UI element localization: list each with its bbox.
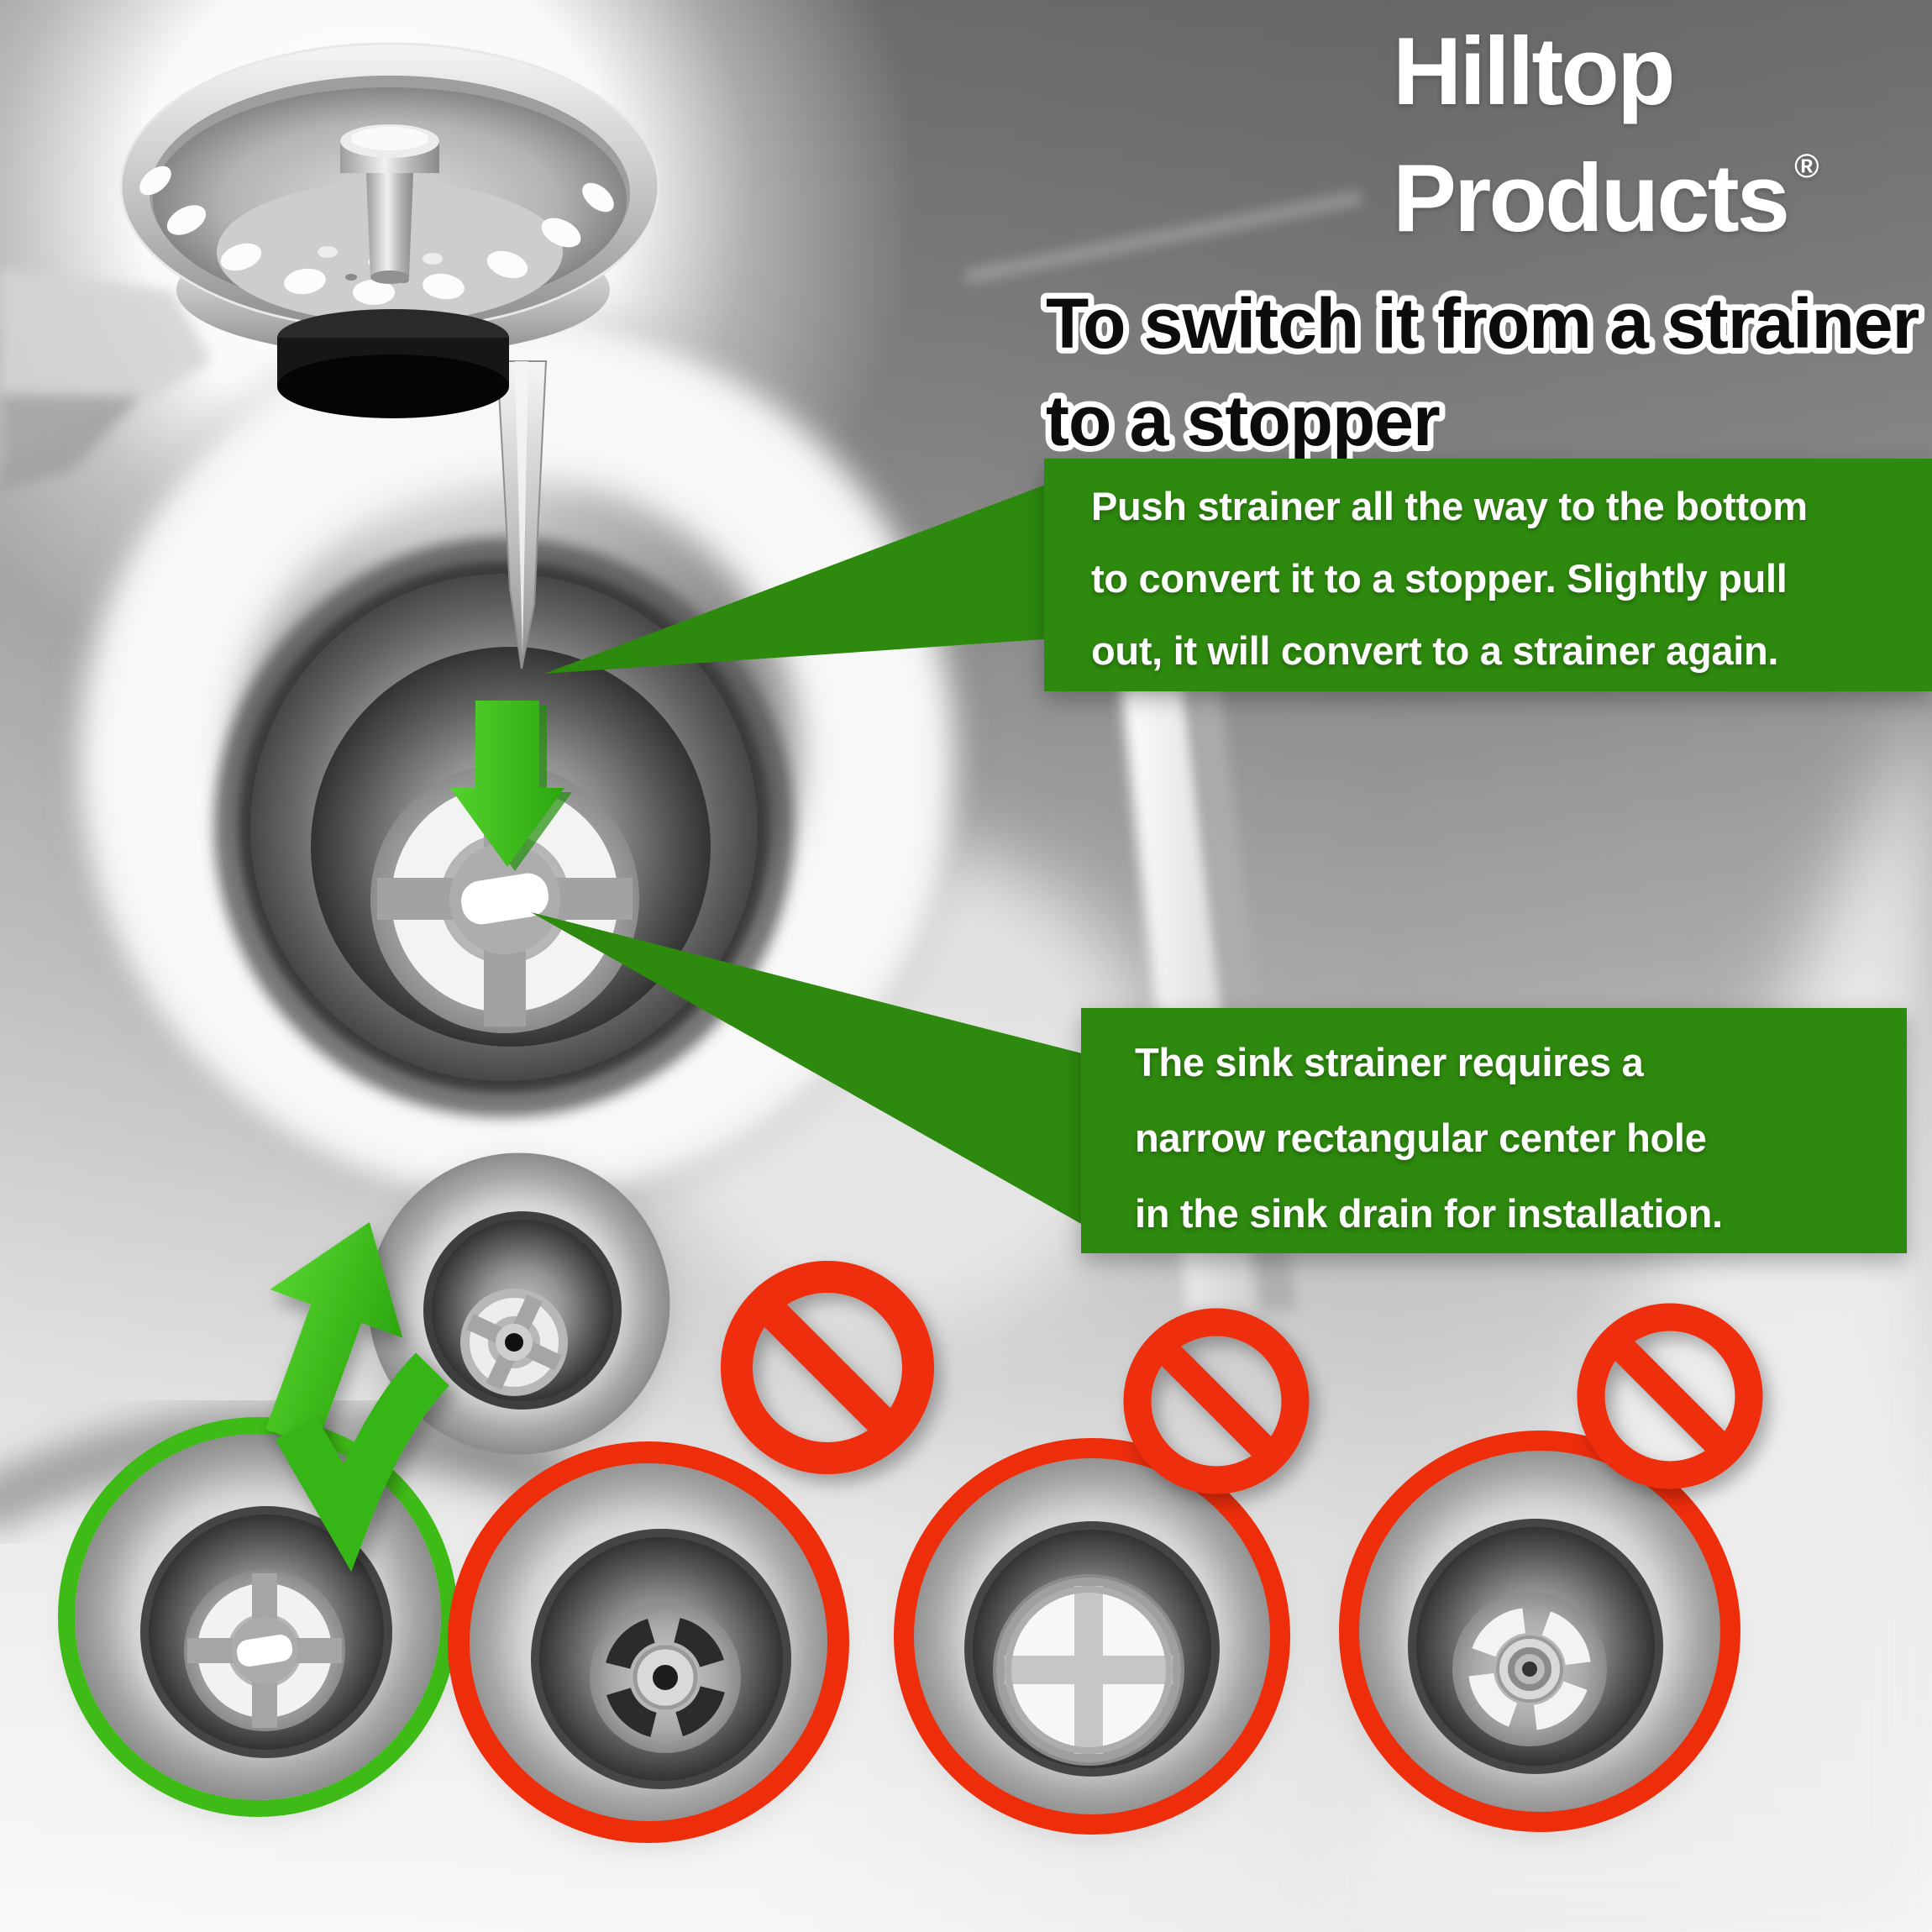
callout-push-pointer <box>544 480 1057 674</box>
strainer-pin <box>496 360 548 669</box>
drain-option-1-correct <box>58 1417 458 1817</box>
cross-drain-pattern <box>993 1574 1184 1766</box>
small-drain-illustration <box>368 1152 670 1465</box>
no-symbol-icon <box>1577 1303 1763 1489</box>
wrong-ring <box>894 1438 1290 1835</box>
drain-option-4-wrong <box>1339 1431 1740 1835</box>
callout-hole-pointer <box>531 912 1089 1228</box>
arrow-down-icon <box>450 701 572 871</box>
no-symbol-icon <box>1123 1308 1310 1494</box>
callout-hole-box: The sink strainer requires a narrow rect… <box>1081 1008 1907 1253</box>
knob-drain-pattern <box>590 1602 741 1753</box>
wrong-ring <box>448 1441 849 1843</box>
page-title-line1: To switch it from a strainer <box>1046 284 1919 363</box>
brand-name-line2: Products® <box>1393 145 1819 252</box>
rubber-seal <box>277 309 509 418</box>
brand-name-line1: Hilltop <box>1393 18 1676 125</box>
checkmark-icon <box>275 1352 450 1572</box>
curved-slot-drain-pattern <box>1452 1592 1607 1746</box>
drain-option-3-wrong <box>894 1438 1290 1836</box>
no-symbol-icon <box>721 1261 934 1474</box>
wrong-ring <box>1339 1431 1740 1832</box>
page-title-line2: to a stopper <box>1046 381 1440 460</box>
callout-hole-line: The sink strainer requires a <box>1135 1040 1644 1084</box>
rectangular-center-hole <box>236 1635 293 1667</box>
callout-push-box: Push strainer all the way to the bottom … <box>1044 459 1932 691</box>
callout-push-line: Push strainer all the way to the bottom <box>1091 484 1808 528</box>
registered-mark: ® <box>1794 148 1819 185</box>
brand-logo: Hilltop Products® <box>1393 18 1932 252</box>
strainer-knob <box>340 124 439 284</box>
callout-hole-line: in the sink drain for installation. <box>1135 1191 1723 1236</box>
arrow-up-icon <box>265 1221 403 1448</box>
rect-slot-drain-pattern <box>184 1570 345 1731</box>
callout-hole-line: narrow rectangular center hole <box>1135 1116 1707 1160</box>
drain-option-2-wrong <box>448 1441 849 1845</box>
rectangular-center-hole <box>461 873 549 925</box>
callout-push-line: to convert it to a stopper. Slightly pul… <box>1091 556 1788 601</box>
callout-push-line: out, it will convert to a strainer again… <box>1091 628 1779 673</box>
strainer-product-illustration <box>119 42 660 669</box>
